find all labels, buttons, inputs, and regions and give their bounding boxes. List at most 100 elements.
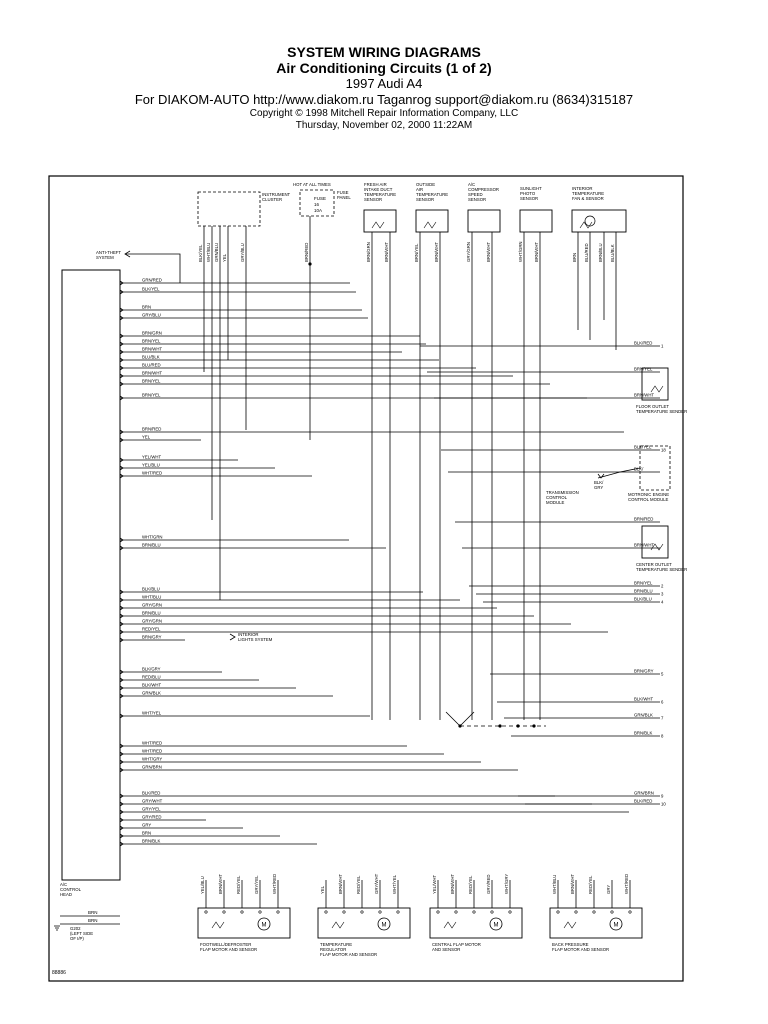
left-wire-label: WHT/RED [142, 471, 162, 476]
splice-dot [498, 724, 502, 728]
sensor-symbol [371, 221, 385, 229]
connector-pin [119, 465, 124, 471]
sensor-symbol [579, 221, 593, 229]
component-label: CENTER OUTLET [636, 562, 672, 567]
component-label: SUNLIGHT [520, 186, 542, 191]
connector-pin [119, 713, 124, 719]
sunlight-sensor-box [519, 209, 553, 233]
connector-pin [119, 793, 124, 799]
top-wire-label: GRN/BLU [214, 243, 219, 262]
left-wire-label: BRN/GRY [142, 635, 162, 640]
figure-id: 88886 [52, 970, 66, 976]
motor-wire-label: BRN/WHT [338, 874, 343, 894]
connector-pin [119, 809, 124, 815]
fresh-air-sensor-box [363, 209, 397, 233]
motor-wire-label: RED/YEL [468, 875, 473, 894]
connector-number: 2 [661, 584, 664, 589]
connector-pin [119, 621, 124, 627]
component-label: OUTSIDE [416, 182, 435, 187]
motor-wire-label: GRY [606, 885, 611, 894]
connector-pin [119, 613, 124, 619]
back-pressure-motor-box [549, 907, 643, 939]
connector-pin [119, 545, 124, 551]
fuse-panel-box [299, 189, 335, 217]
connector-number: 5 [661, 672, 664, 677]
sensor-symbol [331, 921, 345, 929]
motor-wire-label: WHT/GRY [504, 874, 509, 894]
connector-pin [119, 685, 124, 691]
component-label: AIR [416, 187, 423, 192]
left-wire-label: GRN/RED [142, 278, 162, 283]
central-flap-motor-box [429, 907, 523, 939]
motor-wire-label: WHT/BLU [552, 875, 557, 894]
interior-lights-label: LIGHTS SYSTEM [238, 637, 273, 642]
motor-pin [472, 910, 476, 914]
interior-temp-sensor-box [571, 209, 627, 233]
top-wire-label: BLK/YEL [198, 244, 203, 262]
motor-label: FLAP MOTOR AND SENSOR [200, 947, 257, 952]
motor-symbol [489, 917, 503, 931]
ground-label: (LEFT SIDE [70, 931, 93, 936]
motor-wire-label: WHT/RED [272, 874, 277, 894]
center-outlet-sender-box [641, 525, 669, 559]
component-label: SPEED [468, 192, 483, 197]
left-wire-label: BRN/BLK [142, 839, 161, 844]
left-wire-label: BLK/BLU [142, 587, 160, 592]
copyright-line: Copyright © 1998 Mitchell Repair Informa… [249, 108, 519, 119]
right-wire-label: BRN/YEL [634, 367, 653, 372]
connector-pin [119, 751, 124, 757]
left-wire-label: BLK/WHT [142, 683, 161, 688]
source-line: For DIAKOM-AUTO http://www.diakom.ru Tag… [134, 92, 634, 107]
left-wire-label: WHT/RED [142, 749, 162, 754]
right-wire-label: GRN/BRN [634, 791, 654, 796]
connector-number: 7 [661, 716, 664, 721]
connector-pin [119, 457, 124, 463]
left-wire-label: BRN/BLU [142, 543, 161, 548]
vehicle-label: 1997 Audi A4 [345, 76, 423, 91]
motor-label: AND SENSOR [432, 947, 460, 952]
connector-pin [119, 629, 124, 635]
motor-symbol-letter: M [382, 923, 387, 929]
motor-pin [574, 910, 578, 914]
component-label: INTERIOR [572, 186, 593, 191]
left-wire-label: WHT/RED [142, 741, 162, 746]
motor-pin [378, 910, 382, 914]
motor-wire-label: WHT/YEL [392, 874, 397, 894]
connector-pin [119, 833, 124, 839]
motor-label: TEMPERATURE [320, 942, 352, 947]
motor-wire-label: BRN/WHT [450, 874, 455, 894]
left-wire-label: GRY/GRN [142, 603, 162, 608]
left-wire-label: YEL/BLU [142, 463, 160, 468]
left-wire-label: GRY/WHT [142, 799, 163, 804]
motor-pin [342, 910, 346, 914]
right-wire-label: BLK/BLU [634, 597, 652, 602]
ground-label: OF I/P) [70, 936, 84, 941]
left-wire-label: BRN/YEL [142, 339, 161, 344]
left-wire-label: GRY/BLU [142, 313, 161, 318]
connector-pin [119, 605, 124, 611]
left-wire-label: RED/YEL [142, 627, 161, 632]
connector-number: 9 [661, 794, 664, 799]
connector-pin [119, 357, 124, 363]
right-wire-label: BRN/BLU [634, 589, 653, 594]
motor-wire-label: RED/YEL [356, 875, 361, 894]
connector-pin [119, 381, 124, 387]
temp-regulator-motor-box [317, 907, 411, 939]
connector-number: 18 [661, 448, 666, 453]
motor-wire-label: YEL [320, 885, 325, 894]
left-wire-label: BRN/BLU [142, 611, 161, 616]
right-wire-label: BLK/YEL [634, 445, 652, 450]
component-label: PANEL [337, 195, 351, 200]
component-label: COMPRESSOR [468, 187, 499, 192]
top-wire-label: YEL [222, 253, 227, 262]
component-label: MOTRONIC ENGINE [628, 492, 669, 497]
motor-symbol-letter: M [262, 923, 267, 929]
right-wire-label: BRN/YEL [634, 581, 653, 586]
floor-outlet-sender-box [641, 367, 669, 401]
tcm-wire-label: BLK/ [594, 480, 604, 485]
motor-label: FOOTWELL/DEFROSTER [200, 942, 251, 947]
connector-pin [119, 801, 124, 807]
motor-pin [360, 910, 364, 914]
